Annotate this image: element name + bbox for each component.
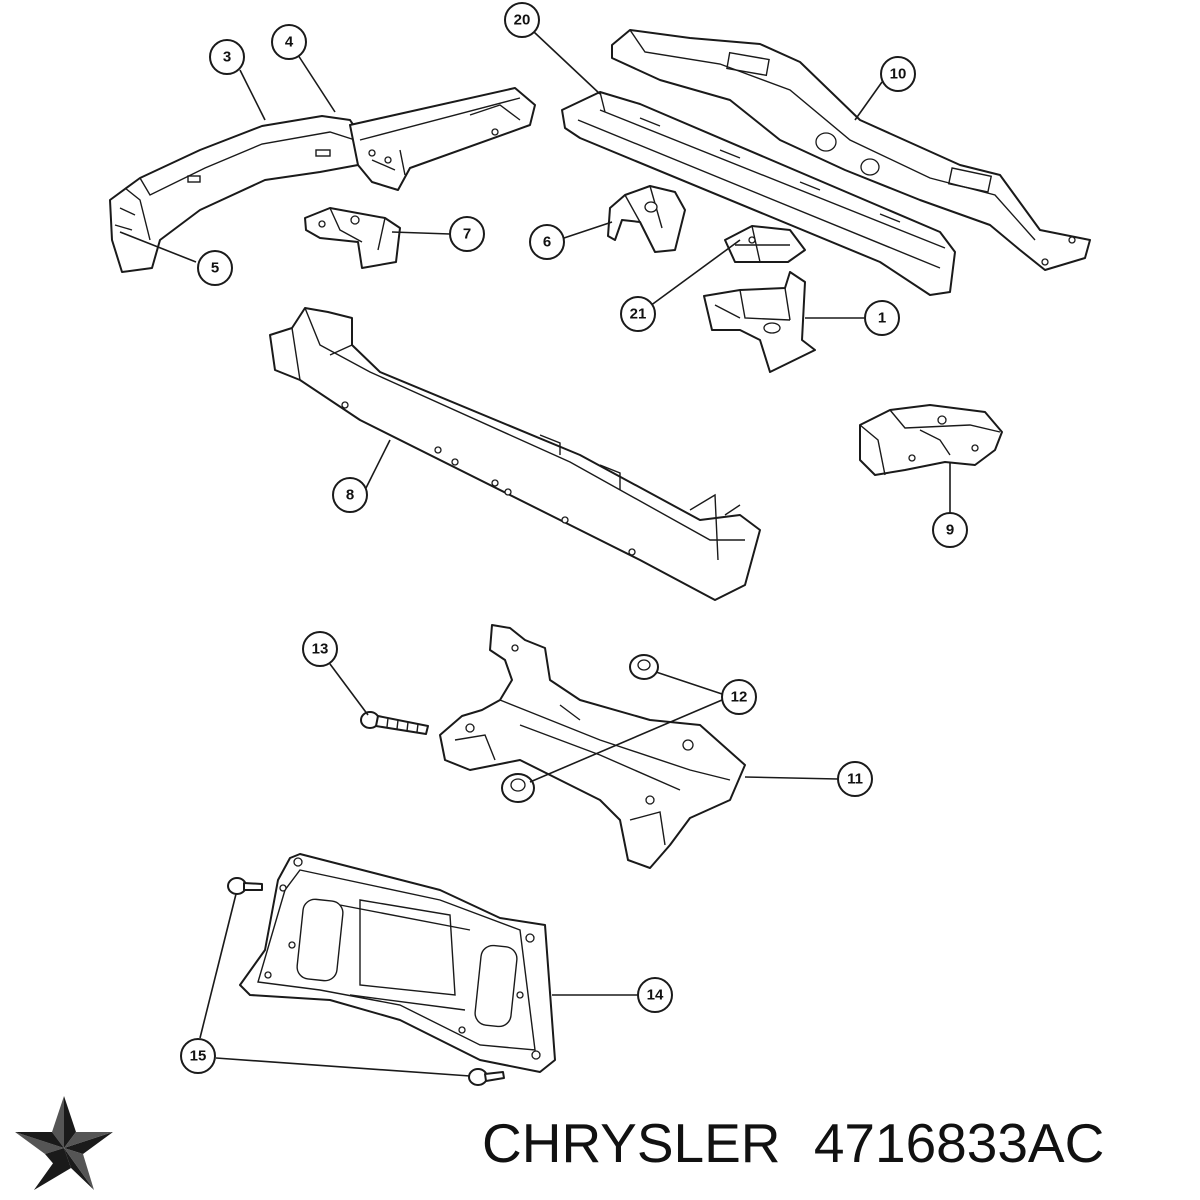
- callout-13: 13: [302, 631, 338, 667]
- callout-label-1: 1: [878, 310, 886, 327]
- part-skid-plate-14: [239, 853, 556, 1073]
- part-bracket-1: [703, 271, 816, 373]
- callout-7: 7: [449, 216, 485, 252]
- callout-14: 14: [637, 977, 673, 1013]
- callout-label-14: 14: [647, 987, 664, 1004]
- part-cross-beam-8: [269, 307, 761, 601]
- chrysler-pentastar-logo: [15, 1096, 113, 1190]
- callout-11: 11: [837, 761, 873, 797]
- callout-9: 9: [932, 512, 968, 548]
- callout-label-9: 9: [946, 522, 954, 539]
- callout-12: 12: [721, 679, 757, 715]
- caption-part-number: 4716833AC: [813, 1112, 1105, 1174]
- callout-label-13: 13: [312, 641, 329, 658]
- callout-20: 20: [504, 2, 540, 38]
- part-subframe-11: [439, 624, 746, 869]
- part-bushings-12: [501, 654, 659, 803]
- callout-label-21: 21: [630, 306, 647, 323]
- part-sill-rail-20: [561, 91, 956, 296]
- leader-lines: [119, 31, 951, 1077]
- callout-3: 3: [209, 39, 245, 75]
- callout-label-7: 7: [463, 226, 471, 243]
- callout-21: 21: [620, 296, 656, 332]
- callout-label-3: 3: [223, 49, 231, 66]
- caption-brand: CHRYSLER: [482, 1112, 781, 1174]
- part-bracket-7: [304, 207, 401, 269]
- callout-label-11: 11: [847, 771, 863, 788]
- part-bolt-13: [360, 711, 429, 735]
- callout-label-10: 10: [890, 66, 907, 83]
- callout-1: 1: [864, 300, 900, 336]
- part-bracket-21: [724, 225, 806, 263]
- callout-label-12: 12: [731, 689, 748, 706]
- part-screws-15: [227, 877, 505, 1086]
- callout-5: 5: [197, 250, 233, 286]
- part-mount-9: [859, 404, 1003, 476]
- part-rear-cross-member-10: [611, 29, 1091, 271]
- callouts: 1 3 4 5 6 7 8 9 10 11 12 13 14 15 20 21: [180, 2, 968, 1074]
- callout-label-5: 5: [211, 260, 219, 277]
- callout-4: 4: [271, 24, 307, 60]
- callout-label-4: 4: [285, 34, 294, 51]
- callout-label-8: 8: [346, 487, 354, 504]
- callout-8: 8: [332, 477, 368, 513]
- part-caption: CHRYSLER 4716833AC: [482, 1108, 1192, 1178]
- callout-label-6: 6: [543, 234, 551, 251]
- callout-6: 6: [529, 224, 565, 260]
- part-front-frame-rail: [109, 87, 536, 273]
- callout-label-15: 15: [190, 1048, 207, 1065]
- part-bracket-6: [607, 185, 686, 253]
- callout-10: 10: [880, 56, 916, 92]
- callout-15: 15: [180, 1038, 216, 1074]
- callout-label-20: 20: [514, 12, 531, 29]
